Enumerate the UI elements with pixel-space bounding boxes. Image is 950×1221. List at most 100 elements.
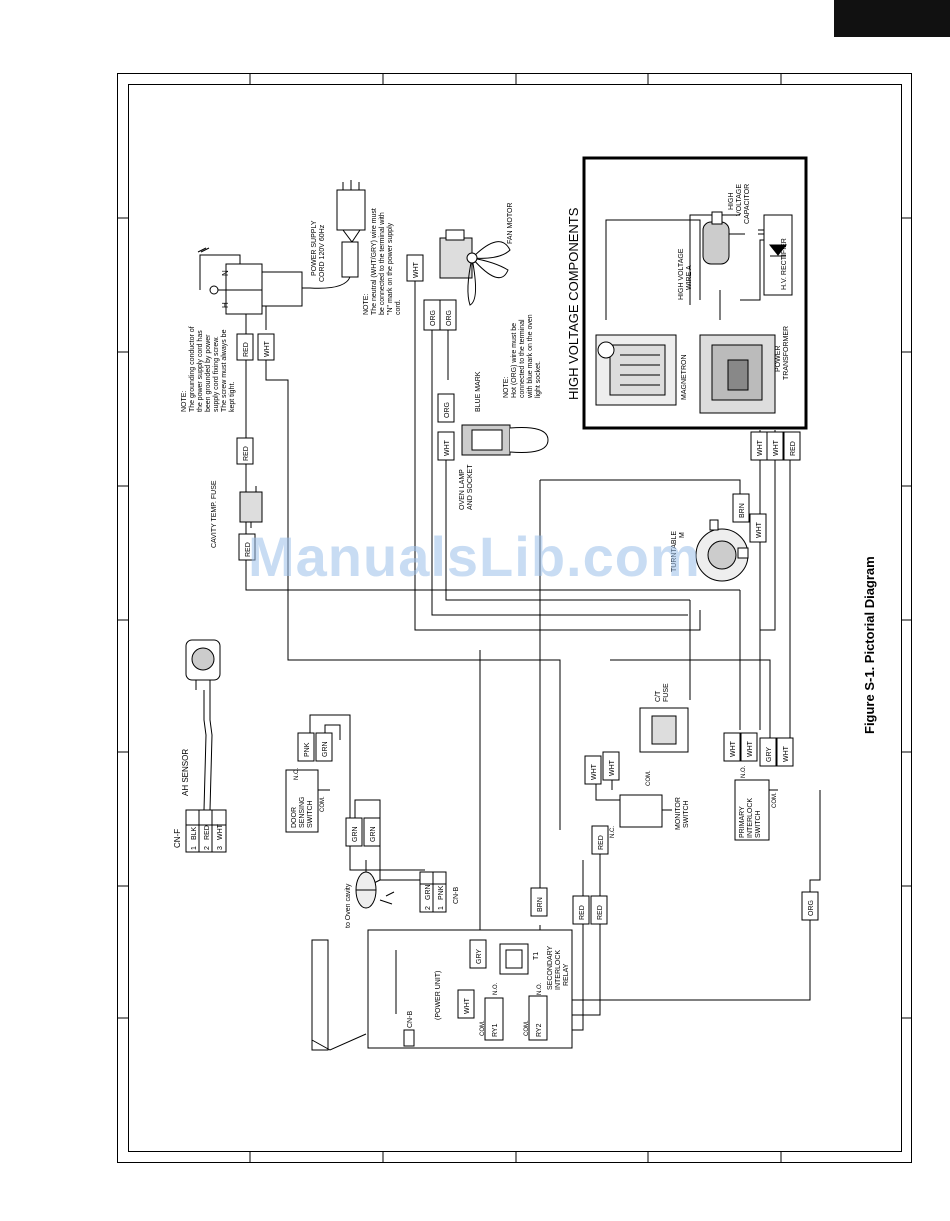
watermark-text: ManualsLib.com (248, 525, 701, 588)
secondary-relay-label-2: INTERLOCK (555, 950, 562, 990)
wire-tag-gry-1: GRY (759, 737, 777, 767)
ah-sensor-label: AH SENSOR (181, 749, 190, 796)
ct-fuse-icon (639, 707, 689, 753)
fan-motor-label: FAN MOTOR (507, 203, 514, 244)
svg-text:ORG: ORG (808, 900, 815, 916)
neutral-note: NOTE: The neutral (WHT/GRY) wire must be… (363, 208, 402, 315)
wire-tag-wht-5: WHT (766, 431, 784, 461)
cavity-temp-fuse-label: CAVITY TEMP. FUSE (211, 480, 218, 548)
wire-tag-wht-12: WHT (457, 989, 475, 1019)
wire-tag-wht-2: WHT (406, 254, 424, 282)
t1-label: T1 (533, 952, 540, 960)
ground-note: NOTE: The grounding conductor of the pow… (181, 326, 236, 412)
wire-tag-wht-3: WHT (437, 431, 455, 461)
cn-f-connector: 1 2 3 BLK RED WHT (185, 809, 227, 853)
plug-h-label: H (221, 302, 230, 308)
svg-text:GRN: GRN (370, 826, 377, 842)
svg-text:light socket.: light socket. (535, 361, 542, 398)
door-switch-com: COM. (320, 796, 326, 812)
svg-text:WHT: WHT (747, 740, 754, 757)
oven-lamp-icon (461, 424, 549, 456)
wire-tag-red-3: RED (238, 533, 256, 561)
wire-tag-wht-10: WHT (740, 732, 758, 762)
cn-f-pin3-num: 3 (217, 846, 224, 850)
wire-tag-pnk: PNK (297, 732, 315, 762)
door-sensing-switch-icon (285, 769, 330, 833)
svg-text:NOTE:: NOTE: (363, 294, 370, 315)
svg-text:Hot (ORG) wire must be: Hot (ORG) wire must be (511, 323, 518, 398)
cn-b-unit-label: CN-B (407, 1011, 414, 1028)
cavity-temp-fuse-icon (239, 486, 263, 528)
primary-switch-no: N.O. (741, 765, 747, 778)
secondary-relay-label-3: RELAY (563, 963, 570, 986)
monitor-switch-label-1: MONITOR (675, 797, 682, 830)
svg-text:RED: RED (597, 905, 604, 920)
power-unit-label: (POWER UNIT) (435, 971, 442, 1020)
cn-b-pin2-num: 2 (425, 906, 432, 910)
hv-capacitor-label-1: HIGH (728, 193, 735, 211)
svg-text:RED: RED (245, 542, 252, 557)
svg-text:WHT: WHT (783, 745, 790, 762)
plug-n-label: N (221, 270, 230, 276)
turntable-motor-icon (695, 519, 749, 582)
wire-tag-grn-3: GRN (363, 817, 381, 847)
wire-tag-brn-2: BRN (530, 887, 548, 917)
cn-b-pin1-num: 1 (438, 906, 445, 910)
turntable-label-2: M (679, 532, 686, 538)
svg-text:supply cord fixing screw.: supply cord fixing screw. (213, 336, 220, 412)
ry1-label: RY1 (492, 1023, 499, 1037)
svg-text:WHT: WHT (264, 340, 271, 357)
svg-text:WHT: WHT (773, 439, 780, 456)
hv-capacitor-label-3: CAPACITOR (744, 184, 751, 224)
hv-wiring (605, 214, 790, 320)
cn-f-pin2-color: RED (204, 825, 211, 840)
svg-text:been grounded by power: been grounded by power (205, 334, 212, 412)
door-switch-label-2: SENSING (299, 796, 306, 828)
monitor-switch-icon (619, 794, 672, 828)
magnetron-label: MAGNETRON (681, 355, 688, 401)
hv-title: HIGH VOLTAGE COMPONENTS (566, 207, 581, 400)
door-switch-label-3: SWITCH (307, 800, 314, 828)
svg-text:the power supply cord has: the power supply cord has (197, 330, 204, 412)
cn-f-pin2-num: 2 (204, 846, 211, 850)
svg-text:WHT: WHT (591, 763, 598, 780)
svg-text:PNK: PNK (304, 742, 311, 757)
wire-tag-wht-9: WHT (723, 732, 741, 762)
hot-note: NOTE: Hot (ORG) wire must be connected t… (503, 314, 542, 399)
power-transformer-label-1: POWER (775, 346, 782, 372)
wire-tag-gry-2: GRY (469, 939, 487, 969)
svg-text:WHT: WHT (756, 521, 763, 538)
svg-text:with blue mark on the oven: with blue mark on the oven (527, 314, 534, 399)
primary-interlock-switch-icon (734, 779, 778, 841)
wire-tag-wht-11: WHT (776, 737, 794, 767)
power-cord-label-2: CORD 120V 60Hz (319, 224, 326, 282)
power-unit-board (311, 929, 573, 1051)
secondary-relay-label-1: SECONDARY (547, 945, 554, 990)
power-plug-icon (300, 180, 366, 289)
power-transformer-label-2: TRANSFORMER (783, 326, 790, 380)
wire-tags: RED WHT RED RED WHT ORG ORG ORG WHT WHT … (236, 254, 819, 1019)
wire-tag-red-6: RED (572, 895, 590, 925)
monitor-switch-label-2: SWITCH (683, 800, 690, 828)
svg-text:WHT: WHT (444, 439, 451, 456)
primary-switch-label-2: INTERLOCK (747, 798, 754, 838)
svg-text:NOTE:: NOTE: (181, 391, 188, 412)
primary-switch-com: COM. (772, 792, 778, 808)
svg-text:GRN: GRN (352, 826, 359, 842)
wire-tag-org-4: ORG (801, 891, 819, 921)
wire-tag-org-2: ORG (439, 299, 457, 331)
drawing-border-outer (117, 73, 912, 1163)
door-switch-label-1: DOOR (291, 807, 298, 828)
hv-wire-a-label-2: WIRE A (686, 265, 693, 290)
svg-text:cord.: cord. (395, 299, 402, 315)
wire-tag-grn-2: GRN (345, 817, 363, 847)
wire-tag-grn-1: GRN (315, 732, 333, 762)
hv-components-box (582, 156, 808, 430)
hv-rectifier-icon (758, 214, 793, 296)
cn-f-label: CN-F (173, 829, 182, 848)
fan-motor-icon (439, 229, 511, 306)
cn-b-pin2-color: GRN (425, 884, 432, 900)
ct-fuse-label-2: FUSE (663, 683, 670, 702)
cn-f-pin3-color: WHT (217, 823, 224, 840)
